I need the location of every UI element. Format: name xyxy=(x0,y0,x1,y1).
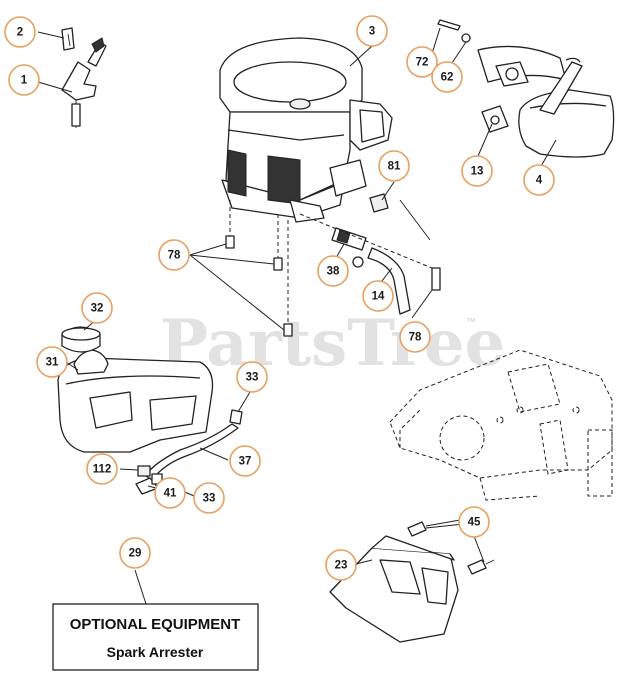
heat-shield-part xyxy=(329,519,495,643)
spark-arrester-label: Spark Arrester xyxy=(107,644,204,660)
callout-78: 78 xyxy=(399,321,431,353)
optional-equipment-box: OPTIONAL EQUIPMENT Spark Arrester xyxy=(52,603,259,671)
callout-label: 78 xyxy=(409,332,422,344)
callout-32: 32 xyxy=(81,292,113,324)
callout-label: 38 xyxy=(327,266,340,278)
watermark-text: PartsTree xyxy=(160,306,505,381)
optional-equipment-title: OPTIONAL EQUIPMENT xyxy=(70,616,241,633)
engine-part xyxy=(219,37,393,223)
callout-label: 3 xyxy=(369,26,375,38)
callout-label: 13 xyxy=(471,166,484,178)
callout-circle xyxy=(158,239,190,271)
callout-62: 62 xyxy=(431,61,463,93)
callout-label: 41 xyxy=(164,488,177,500)
fuel-tank-part xyxy=(57,326,243,495)
callout-circle xyxy=(86,453,118,485)
fuel-fittings-part xyxy=(331,193,441,315)
callout-label: 23 xyxy=(335,560,348,572)
throttle-control-part xyxy=(61,27,107,128)
callout-circle xyxy=(461,155,493,187)
callout-33: 33 xyxy=(236,361,268,393)
callout-label: 45 xyxy=(468,517,481,529)
callout-label: 4 xyxy=(536,175,543,187)
callout-circle xyxy=(431,61,463,93)
leader-lines xyxy=(37,27,557,605)
callout-14: 14 xyxy=(362,280,394,312)
callout-circle xyxy=(399,321,431,353)
callout-label: 33 xyxy=(246,372,259,384)
callout-78: 78 xyxy=(158,239,190,271)
callout-38: 38 xyxy=(317,255,349,287)
callout-81: 81 xyxy=(378,150,410,182)
callout-circle xyxy=(378,150,410,182)
callout-33: 33 xyxy=(193,482,225,514)
callout-circle xyxy=(458,506,490,538)
callout-41: 41 xyxy=(154,477,186,509)
callout-circle xyxy=(119,537,151,569)
callout-circle xyxy=(325,549,357,581)
callout-circle xyxy=(356,15,388,47)
callout-3: 3 xyxy=(356,15,388,47)
callout-circle xyxy=(36,346,68,378)
callout-circle xyxy=(154,477,186,509)
callout-label: 31 xyxy=(46,357,59,369)
callout-label: 62 xyxy=(441,72,454,84)
callout-circle xyxy=(193,482,225,514)
callout-31: 31 xyxy=(36,346,68,378)
callout-112: 112 xyxy=(86,453,118,485)
callout-label: 33 xyxy=(203,493,216,505)
callout-72: 72 xyxy=(406,46,438,78)
callout-circle xyxy=(362,280,394,312)
callout-4: 4 xyxy=(523,164,555,196)
callout-circle xyxy=(229,445,261,477)
callout-13: 13 xyxy=(461,155,493,187)
callout-circle xyxy=(8,64,40,96)
callout-label: 81 xyxy=(388,161,401,173)
engine-bolts-part xyxy=(225,200,433,337)
callout-1: 1 xyxy=(8,64,40,96)
callout-circle xyxy=(4,16,36,48)
callout-label: 1 xyxy=(21,75,28,87)
callout-label: 2 xyxy=(17,27,23,39)
callout-label: 14 xyxy=(372,291,385,303)
callout-circle xyxy=(317,255,349,287)
callout-label: 32 xyxy=(91,303,104,315)
callout-label: 72 xyxy=(416,57,429,69)
callout-23: 23 xyxy=(325,549,357,581)
muffler-part xyxy=(437,19,615,158)
callout-label: 29 xyxy=(129,548,142,560)
tractor-frame-part xyxy=(389,349,613,501)
callout-2: 2 xyxy=(4,16,36,48)
callout-label: 112 xyxy=(93,464,112,476)
callout-29: 29 xyxy=(119,537,151,569)
callout-label: 78 xyxy=(168,250,181,262)
callout-circle xyxy=(236,361,268,393)
callout-label: 37 xyxy=(239,456,252,468)
callout-circle xyxy=(81,292,113,324)
callout-45: 45 xyxy=(458,506,490,538)
watermark-trademark: ™ xyxy=(466,317,476,328)
callout-circle xyxy=(523,164,555,196)
callout-circle xyxy=(406,46,438,78)
callout-37: 37 xyxy=(229,445,261,477)
